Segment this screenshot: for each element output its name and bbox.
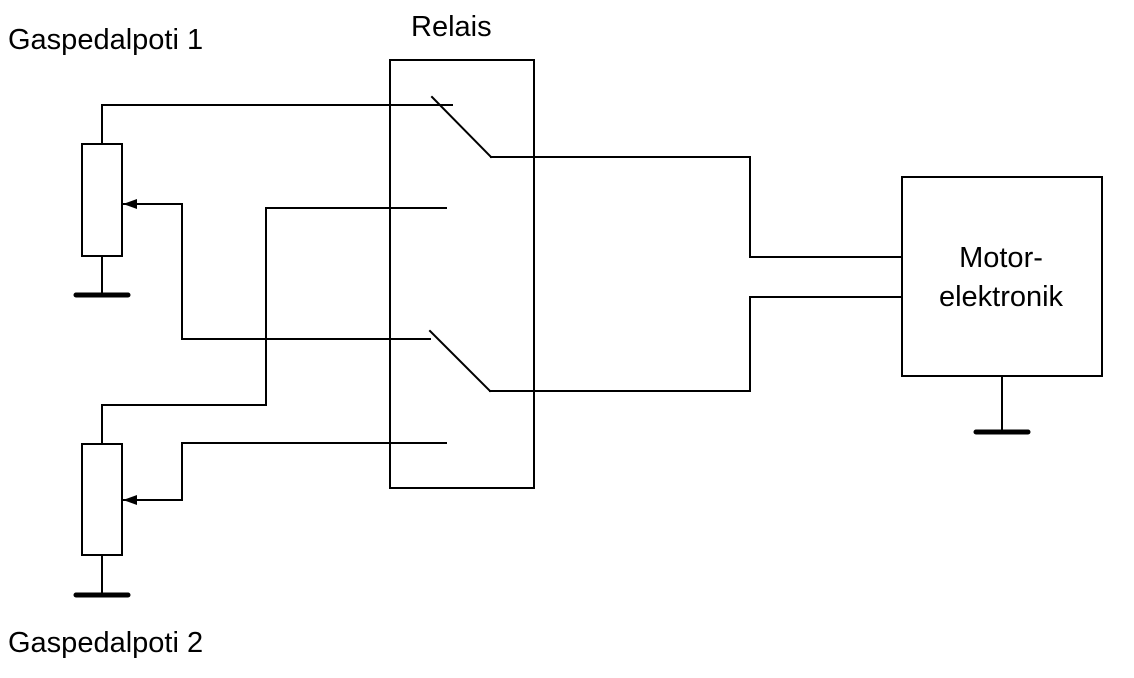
relay-out-2 (489, 296, 903, 392)
relay-switch-2 (428, 329, 492, 393)
pot2-top-to-relay (101, 207, 447, 406)
pot2-wiper (123, 442, 183, 505)
ecu-label-line1: Motor- (959, 242, 1043, 274)
potentiometer-2 (73, 404, 183, 598)
ecu-label-line2: elektronik (939, 281, 1064, 313)
relay-switch-1 (430, 95, 493, 159)
relay-label: Relais (411, 11, 492, 43)
pot2-label: Gaspedalpoti 2 (8, 627, 203, 659)
pot1-wiper (123, 199, 183, 340)
relay-box (389, 59, 535, 489)
pot1-resistor (81, 143, 123, 257)
pot1-label: Gaspedalpoti 1 (8, 24, 203, 56)
pot2-resistor (81, 443, 123, 556)
relay-out-1 (490, 156, 903, 258)
potentiometer-1 (73, 104, 183, 340)
ecu-box (901, 176, 1103, 377)
